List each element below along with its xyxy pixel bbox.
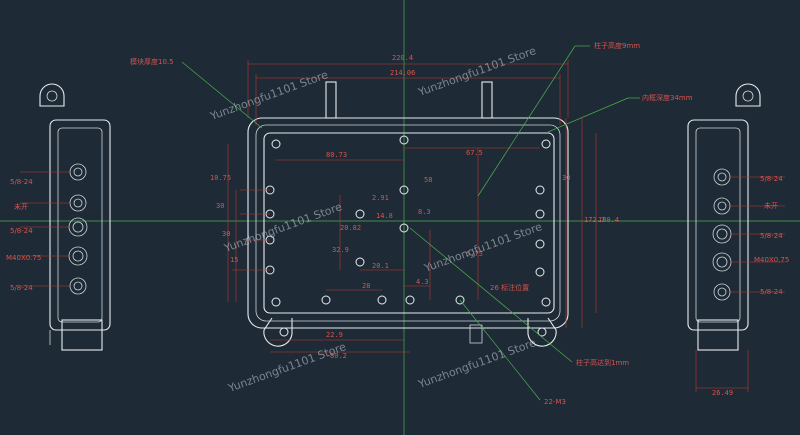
- dim-d1: 80.73: [326, 151, 347, 159]
- right-port-1: 5/8-24: [760, 175, 783, 183]
- dim-d16: 28: [362, 282, 370, 290]
- dim-d11: 8.3: [418, 208, 431, 216]
- watermark-6: Yunzhongfu1101 Store: [416, 336, 538, 391]
- callout-post-gap: 柱子高达到1mm: [576, 358, 629, 367]
- right-port-4: M40X0.75: [754, 256, 789, 264]
- dim-d6: 15: [230, 256, 238, 264]
- dim-d15: 5.75: [466, 250, 483, 258]
- left-port-2: 未开: [14, 202, 28, 211]
- right-side-view: 5/8-24 未开 5/8-24 M40X0.75 5/8-24 26.49: [687, 83, 789, 397]
- dim-d18: 80.2: [330, 352, 347, 360]
- right-port-5: 5/8-24: [760, 288, 783, 296]
- watermark-3: Yunzhongfu1101 Store: [222, 200, 344, 255]
- dim-d8: 20.82: [340, 224, 361, 232]
- dim-d9: 14.8: [376, 212, 393, 220]
- dim-d17: 22.9: [326, 331, 343, 339]
- dim-d7: 2.91: [372, 194, 389, 202]
- dim-d21: 180.4: [598, 216, 619, 224]
- dim-d14: 58: [424, 176, 432, 184]
- watermark-2: Yunzhongfu1101 Store: [416, 44, 538, 99]
- watermark-1: Yunzhongfu1101 Store: [208, 68, 330, 123]
- dim-d19: 30: [562, 174, 570, 182]
- callout-post-height: 柱子高度9mm: [594, 41, 640, 50]
- center-label: 26 标注位置: [490, 283, 529, 292]
- dim-inner-width: 214.06: [390, 69, 415, 77]
- watermark-5: Yunzhongfu1101 Store: [226, 340, 348, 395]
- left-port-1: 5/8-24: [10, 178, 33, 186]
- watermark-4: Yunzhongfu1101 Store: [422, 220, 544, 275]
- dim-d4: 30: [216, 202, 224, 210]
- main-front-view: 220.4 214.06 80.73 67.5 10.75 30 30 15 2…: [210, 54, 619, 360]
- right-bottom-dim: 26.49: [712, 389, 733, 397]
- dim-overall-width: 220.4: [392, 54, 413, 62]
- callout-wall-thickness: 模块厚度10.5: [130, 57, 174, 66]
- callout-thread: 22-M3: [544, 398, 566, 406]
- dim-d12: 20.1: [372, 262, 389, 270]
- dim-d10: 32.9: [332, 246, 349, 254]
- dim-d13: 4.3: [416, 278, 429, 286]
- right-port-3: 5/8-24: [760, 232, 783, 240]
- dim-d20: 172.7: [584, 216, 605, 224]
- right-port-2: 未开: [764, 201, 778, 210]
- left-port-4: M40X0.75: [6, 254, 41, 262]
- left-port-3: 5/8-24: [10, 227, 33, 235]
- dim-d2: 67.5: [466, 149, 483, 157]
- dim-d5: 30: [222, 230, 230, 238]
- left-port-5: 5/8-24: [10, 284, 33, 292]
- dim-d3: 10.75: [210, 174, 231, 182]
- left-side-view: 5/8-24 未开 5/8-24 M40X0.75 5/8-24: [6, 83, 111, 351]
- callout-inner-depth: 内框深度34mm: [642, 93, 693, 102]
- callouts: 模块厚度10.5 柱子高度9mm 内框深度34mm 柱子高达到1mm 22-M3: [130, 41, 693, 406]
